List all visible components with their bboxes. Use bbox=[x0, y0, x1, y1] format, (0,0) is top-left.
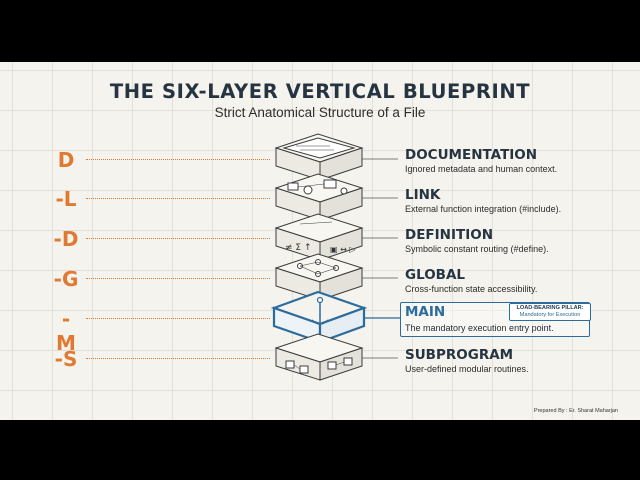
layer-name-main: MAIN bbox=[405, 304, 446, 320]
network-icon bbox=[274, 253, 364, 301]
link-gears-icon bbox=[274, 173, 364, 221]
layer-desc-link: External function integration (#include)… bbox=[405, 204, 562, 214]
acronym-letter-m: -M bbox=[56, 307, 76, 355]
connector-line bbox=[86, 278, 270, 279]
acronym-letter-d1: D bbox=[57, 148, 75, 172]
layer-name-link: LINK bbox=[405, 187, 441, 203]
pillar-callout-title: LOAD-BEARING PILLAR: bbox=[516, 305, 584, 311]
page-subtitle: Strict Anatomical Structure of a File bbox=[214, 105, 426, 120]
page-title: THE SIX-LAYER VERTICAL BLUEPRINT bbox=[109, 80, 531, 103]
connector-line bbox=[86, 198, 270, 199]
connector-line bbox=[86, 318, 270, 319]
layer-desc-definition: Symbolic constant routing (#define). bbox=[405, 244, 549, 254]
author-credit: Prepared By : Er. Sharat Maharjan bbox=[533, 408, 618, 414]
svg-text:▣ ↔ ▷: ▣ ↔ ▷ bbox=[330, 245, 356, 254]
layer-name-subprogram: SUBPROGRAM bbox=[405, 347, 514, 363]
layer-stack-diagram: ≠ Σ ↑ ▣ ↔ ▷ bbox=[270, 133, 400, 381]
layer-desc-main: The mandatory execution entry point. bbox=[405, 323, 554, 333]
slide: THE SIX-LAYER VERTICAL BLUEPRINT Strict … bbox=[0, 62, 640, 420]
main-layer-box: MAIN The mandatory execution entry point… bbox=[400, 302, 591, 337]
acronym-letter-l: -L bbox=[55, 187, 77, 211]
symbols-icon: ≠ Σ ↑ ▣ ↔ ▷ bbox=[274, 213, 364, 261]
layer-name-definition: DEFINITION bbox=[405, 227, 494, 243]
open-box-icon bbox=[274, 133, 364, 181]
layer-desc-global: Cross-function state accessibility. bbox=[405, 284, 538, 294]
acronym-letter-d2: -D bbox=[53, 227, 79, 251]
svg-text:≠ Σ ↑: ≠ Σ ↑ bbox=[285, 243, 312, 253]
layer-name-documentation: DOCUMENTATION bbox=[405, 147, 538, 163]
connector-line bbox=[86, 358, 270, 359]
modules-icon bbox=[274, 333, 364, 381]
connector-line bbox=[86, 238, 270, 239]
connector-line bbox=[86, 159, 270, 160]
acronym-letter-s: -S bbox=[54, 347, 78, 371]
layer-name-global: GLOBAL bbox=[405, 267, 466, 283]
layer-desc-subprogram: User-defined modular routines. bbox=[405, 364, 529, 374]
pillar-callout-badge: LOAD-BEARING PILLAR: Mandatory for Execu… bbox=[509, 303, 591, 321]
layer-desc-documentation: Ignored metadata and human context. bbox=[405, 164, 558, 174]
acronym-letter-g: -G bbox=[53, 267, 79, 291]
anchor-icon bbox=[270, 290, 368, 344]
pillar-callout-text: Mandatory for Execution bbox=[519, 312, 581, 318]
